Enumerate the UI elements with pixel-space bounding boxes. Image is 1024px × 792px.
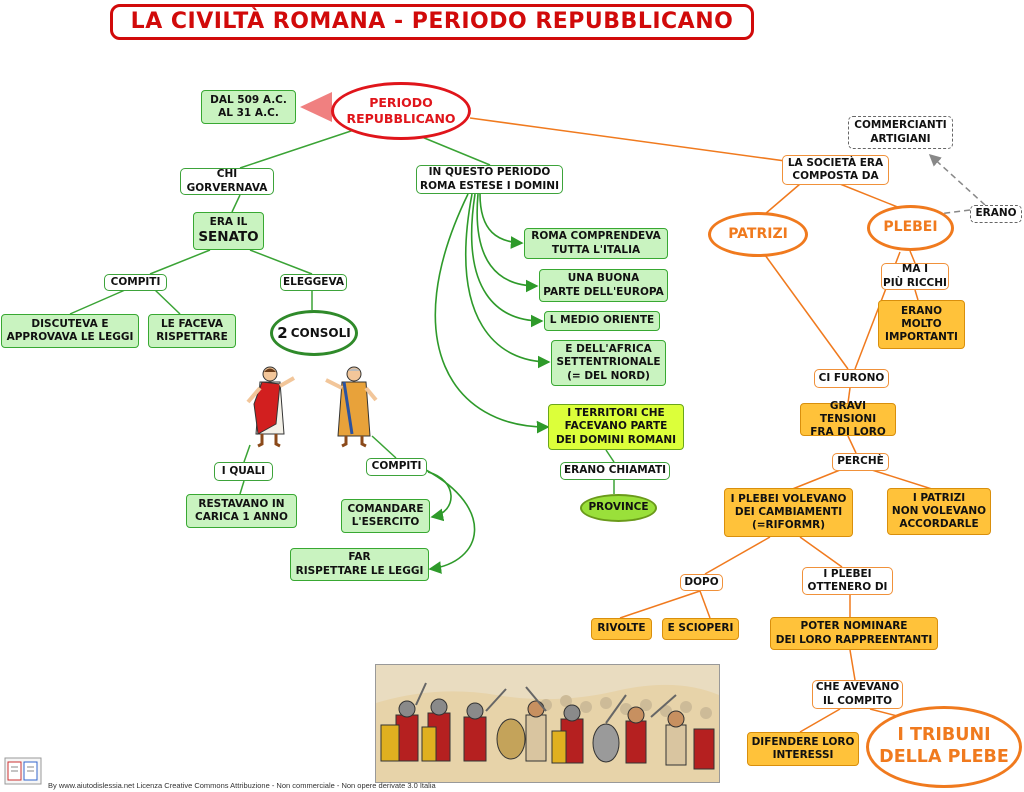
italia-node: ROMA COMPRENDEVA TUTTA L'ITALIA [524,228,668,259]
plebei-node: PLEBEI [867,205,954,251]
difendere-node: DIFENDERE LORO INTERESSI [747,732,859,766]
societa-node: LA SOCIETÀ ERA COMPOSTA DA [782,155,889,185]
perche-node: PERCHÈ [832,453,889,471]
chi-governava-node: CHI GORVERNAVA [180,168,274,195]
battle-illustration [375,664,720,783]
che-avevano-node: CHE AVEVANO IL COMPITO [812,680,903,709]
faceva-rispettare-node: LE FACEVA RISPETTARE [148,314,236,348]
i-quali-node: I QUALI [214,462,273,481]
periodo-repubblicano-node: PERIODO REPUBBLICANO [331,82,471,140]
territori-node: I TERRITORI CHE FACEVANO PARTE DEI DOMIN… [548,404,684,450]
dates-node: DAL 509 A.C. AL 31 A.C. [201,90,296,124]
consoli-node: 2 CONSOLI [270,310,358,356]
tensioni-node: GRAVI TENSIONI FRA DI LORO [800,400,896,438]
consul-figure-right [325,366,378,448]
compiti-consoli-node: COMPITI [366,458,427,476]
consul-figure-left [246,366,295,448]
tribuni-node: I TRIBUNI DELLA PLEBE [866,706,1022,788]
province-node: PROVINCE [580,494,657,522]
pointer-arrow [300,92,332,122]
license-footer: By www.aiutodislessia.net Licenza Creati… [48,781,436,790]
aiutodislessia-logo [4,757,42,785]
patrizi-node: PATRIZI [708,212,808,257]
scioperi-node: E SCIOPERI [662,618,739,640]
plebei-volevano-node: I PLEBEI VOLEVANO DEI CAMBIAMENTI (=RIFO… [724,488,853,537]
eleggeva-node: ELEGGEVA [280,274,347,291]
ci-furono-node: CI FURONO [814,369,889,388]
dopo-node: DOPO [680,574,723,591]
piu-ricchi-node: MA I PIÙ RICCHI [881,263,949,290]
ottenero-node: I PLEBEI OTTENERO DI [802,567,893,595]
importanti-node: ERANO MOLTO IMPORTANTI [878,300,965,349]
page-title: LA CIVILTÀ ROMANA - PERIODO REPUBBLICANO [110,4,754,40]
medio-oriente-node: L MEDIO ORIENTE [544,311,660,331]
compiti-senato-node: COMPITI [104,274,167,291]
europa-node: UNA BUONA PARTE DELL'EUROPA [539,269,668,302]
consoli-label: CONSOLI [290,325,351,340]
senato-node: ERA IL SENATO [193,212,264,250]
domini-node: IN QUESTO PERIODO ROMA ESTESE I DOMINI [416,165,563,194]
erano-node: ERANO [970,205,1022,223]
erano-chiamati-node: ERANO CHIAMATI [560,462,670,480]
africa-node: E DELL'AFRICA SETTENTRIONALE (= DEL NORD… [551,340,666,386]
poter-nominare-node: POTER NOMINARE DEI LORO RAPPREENTANTI [770,617,938,650]
patrizi-non-node: I PATRIZI NON VOLEVANO ACCORDARLE [887,488,991,535]
senato-prefix: ERA IL [209,216,248,228]
rivolte-node: RIVOLTE [591,618,652,640]
discuteva-node: DISCUTEVA E APPROVAVA LE LEGGI [1,314,139,348]
senato-label: SENATO [198,229,259,246]
restavano-node: RESTAVANO IN CARICA 1 ANNO [186,494,297,528]
commercianti-node: COMMERCIANTI ARTIGIANI [848,116,953,149]
comandare-node: COMANDARE L'ESERCITO [341,499,430,533]
consoli-number: 2 [277,323,288,342]
far-rispettare-node: FAR RISPETTARE LE LEGGI [290,548,429,581]
